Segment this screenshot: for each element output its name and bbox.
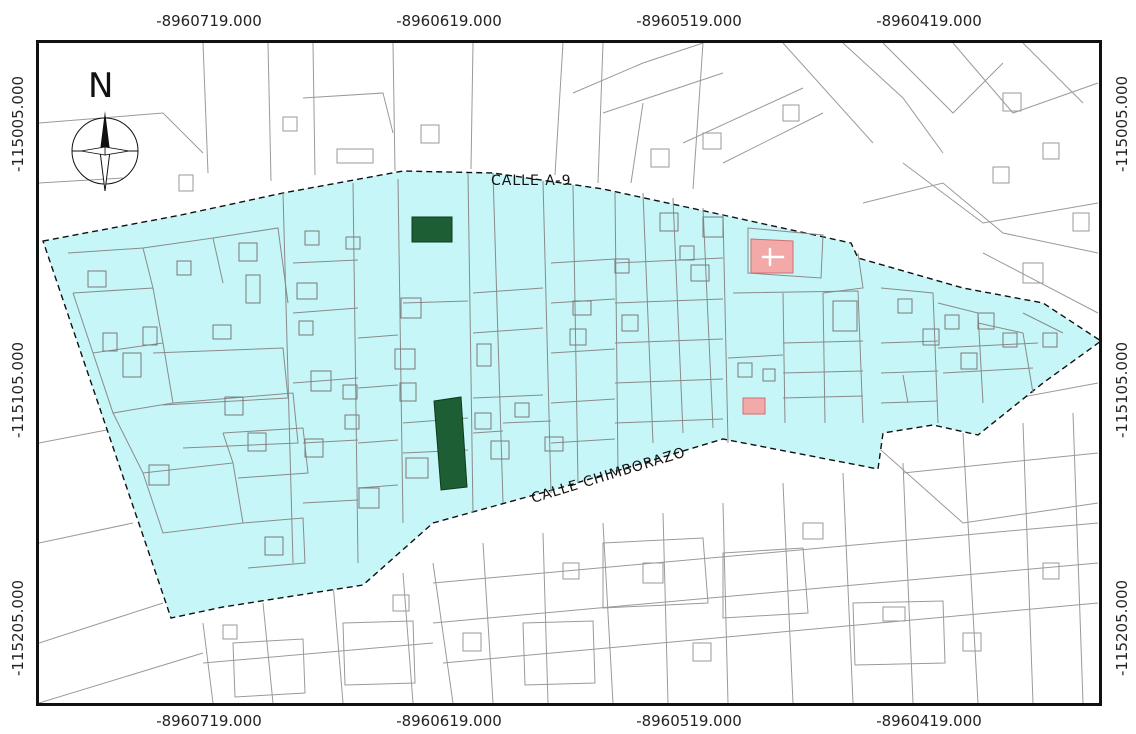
grid-label-top-2: -8960619.000 <box>396 12 502 30</box>
street-label-north: CALLE A-9 <box>491 173 571 189</box>
church-building[interactable] <box>750 238 794 274</box>
grid-label-right-3: -115205.000 <box>1113 579 1131 677</box>
grid-label-bottom-4: -8960419.000 <box>876 712 982 730</box>
background-buildings <box>178 92 1090 662</box>
north-letter: N <box>88 66 114 106</box>
study-area-buildings <box>87 212 1058 556</box>
grid-label-top-1: -8960719.000 <box>156 12 262 30</box>
pink-lot[interactable] <box>742 397 766 415</box>
grid-label-top-4: -8960419.000 <box>876 12 982 30</box>
green-area-central[interactable] <box>433 396 468 491</box>
grid-label-right-2: -115105.000 <box>1113 341 1131 439</box>
grid-label-left-1: -115005.000 <box>9 75 27 173</box>
grid-label-left-3: -115205.000 <box>9 579 27 677</box>
grid-label-top-3: -8960519.000 <box>636 12 742 30</box>
background-parcels <box>39 43 1099 703</box>
grid-label-bottom-2: -8960619.000 <box>396 712 502 730</box>
green-area-north[interactable] <box>411 216 453 243</box>
map-frame[interactable]: CALLE A-9 CALLE CHIMBORAZO <box>36 40 1102 706</box>
church-cross-icon <box>761 247 785 267</box>
grid-label-left-2: -115105.000 <box>9 341 27 439</box>
study-area[interactable] <box>42 170 1099 619</box>
grid-label-bottom-1: -8960719.000 <box>156 712 262 730</box>
compass-rose-icon <box>71 111 139 192</box>
map-canvas[interactable]: CALLE A-9 CALLE CHIMBORAZO <box>39 43 1099 703</box>
grid-label-right-1: -115005.000 <box>1113 75 1131 173</box>
grid-label-bottom-3: -8960519.000 <box>636 712 742 730</box>
